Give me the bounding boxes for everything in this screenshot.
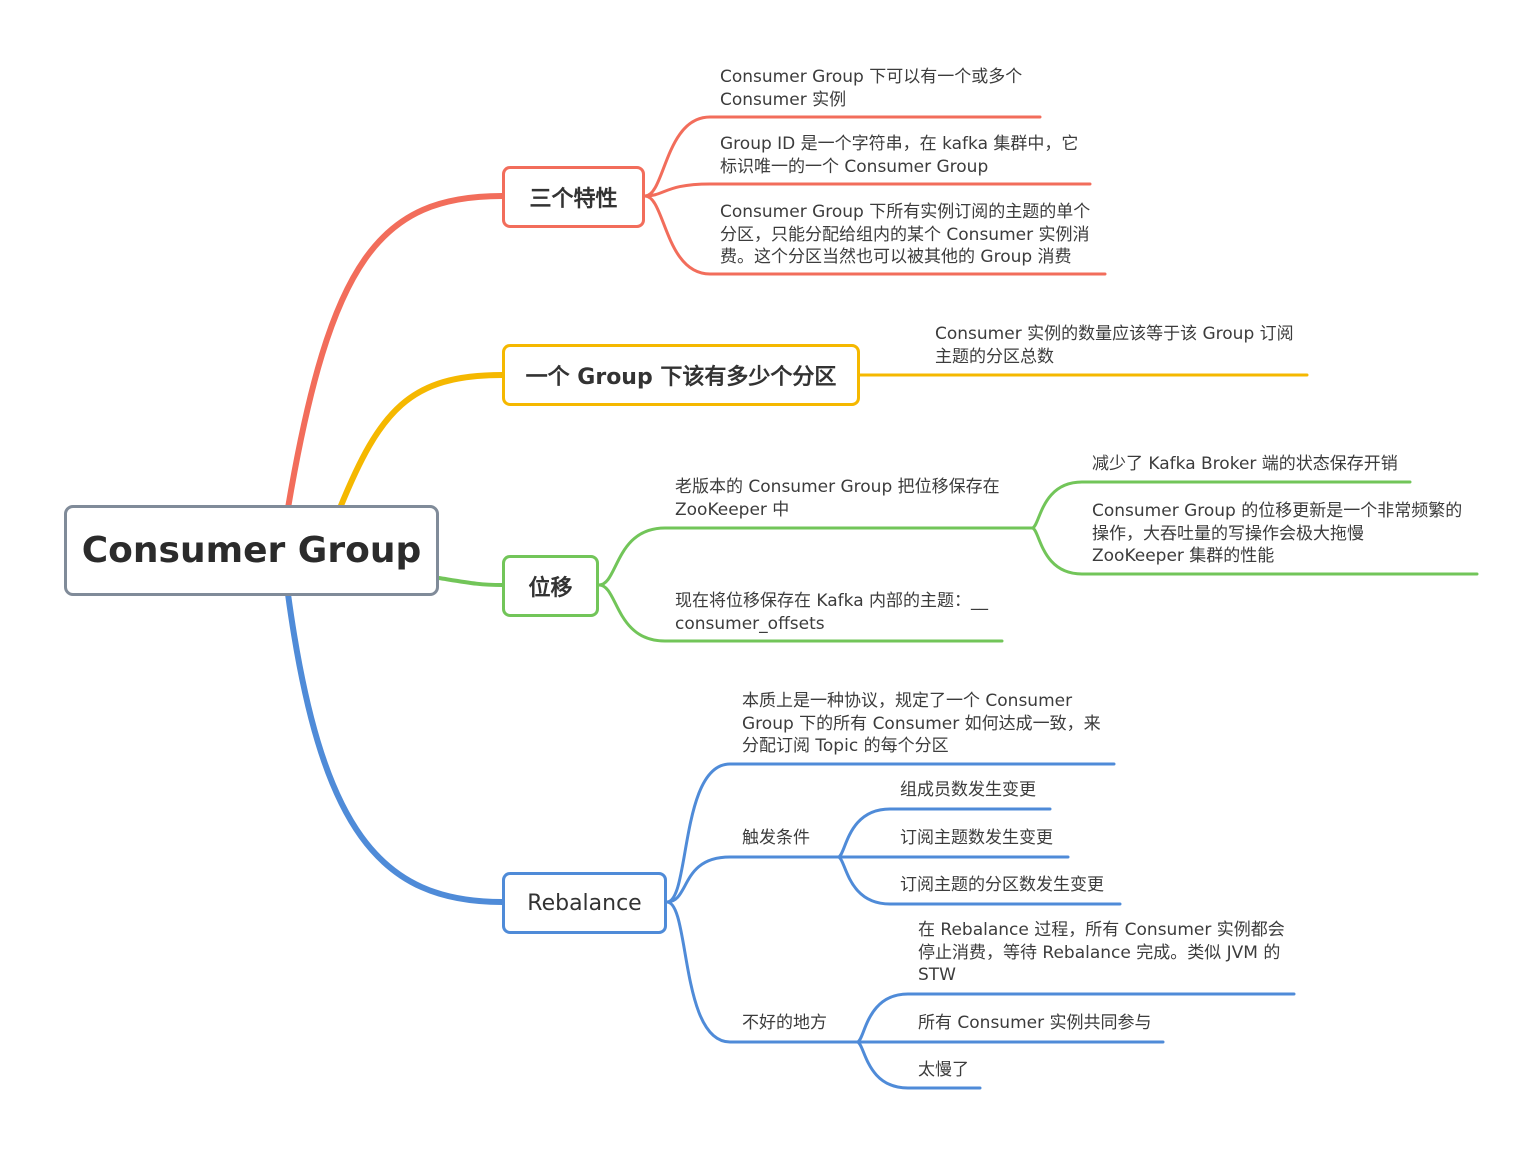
cons-link-1: [855, 992, 1296, 1044]
branch-partitions-label: 一个 Group 下该有多少个分区: [525, 365, 837, 390]
trigger-item-2[interactable]: 订阅主题数发生变更: [900, 828, 1053, 848]
rebalance-essence[interactable]: 本质上是一种协议，规定了一个 Consumer Group 下的所有 Consu…: [742, 691, 1101, 756]
rebalance-link-triggers: [665, 855, 840, 904]
branch-offset[interactable]: 位移: [502, 555, 599, 617]
rebalance-triggers-label[interactable]: 触发条件: [742, 828, 810, 848]
offset-old-child-2[interactable]: Consumer Group 的位移更新是一个非常频繁的 操作，大吞吐量的写操作…: [1092, 501, 1463, 566]
partitions-item-1[interactable]: Consumer 实例的数量应该等于该 Group 订阅 主题的分区总数: [935, 324, 1294, 367]
features-item-1[interactable]: Consumer Group 下可以有一个或多个 Consumer 实例: [720, 67, 1023, 110]
features-item-2[interactable]: Group ID 是一个字符串，在 kafka 集群中，它 标识唯一的一个 Co…: [720, 134, 1079, 177]
branch-rebalance-label: Rebalance: [527, 890, 642, 916]
offset-old-link-2: [1030, 526, 1479, 576]
root-to-features-link: [285, 193, 505, 511]
triggers-link-3: [836, 855, 1122, 906]
trigger-item-3[interactable]: 订阅主题的分区数发生变更: [900, 875, 1104, 895]
features-link-2: [643, 182, 1092, 198]
rebalance-link-cons: [665, 900, 859, 1044]
root-to-offset-link: [437, 576, 504, 587]
root-to-partitions-link: [337, 372, 505, 511]
cons-link-3: [855, 1040, 982, 1090]
branch-rebalance[interactable]: Rebalance: [502, 872, 667, 934]
rebalance-link-essence: [665, 762, 1116, 904]
root-topic[interactable]: Consumer Group: [64, 505, 439, 596]
offset-link-old: [597, 526, 1034, 587]
branch-features-label: 三个特性: [529, 187, 618, 212]
offset-old-link-1: [1030, 480, 1412, 530]
root-to-rebalance-link: [285, 591, 505, 905]
features-link-1: [643, 115, 1042, 198]
cons-item-1[interactable]: 在 Rebalance 过程，所有 Consumer 实例都会 停止消费，等待 …: [918, 920, 1285, 985]
rebalance-cons-label[interactable]: 不好的地方: [742, 1013, 827, 1033]
cons-item-3[interactable]: 太慢了: [918, 1060, 969, 1080]
branch-offset-label: 位移: [528, 576, 573, 601]
branch-features[interactable]: 三个特性: [502, 166, 645, 228]
features-item-3[interactable]: Consumer Group 下所有实例订阅的主题的单个 分区，只能分配给组内的…: [720, 202, 1091, 267]
branch-partitions[interactable]: 一个 Group 下该有多少个分区: [502, 344, 860, 406]
offset-old-label[interactable]: 老版本的 Consumer Group 把位移保存在 ZooKeeper 中: [675, 477, 1000, 520]
trigger-item-1[interactable]: 组成员数发生变更: [900, 780, 1036, 800]
features-link-3: [643, 194, 1107, 276]
offset-link-new: [597, 583, 1004, 643]
offset-new-label[interactable]: 现在将位移保存在 Kafka 内部的主题：__ consumer_offsets: [675, 591, 989, 634]
triggers-link-1: [836, 807, 1052, 859]
offset-old-child-1[interactable]: 减少了 Kafka Broker 端的状态保存开销: [1092, 454, 1398, 474]
cons-item-2[interactable]: 所有 Consumer 实例共同参与: [918, 1013, 1152, 1033]
root-topic-label: Consumer Group: [81, 530, 422, 571]
